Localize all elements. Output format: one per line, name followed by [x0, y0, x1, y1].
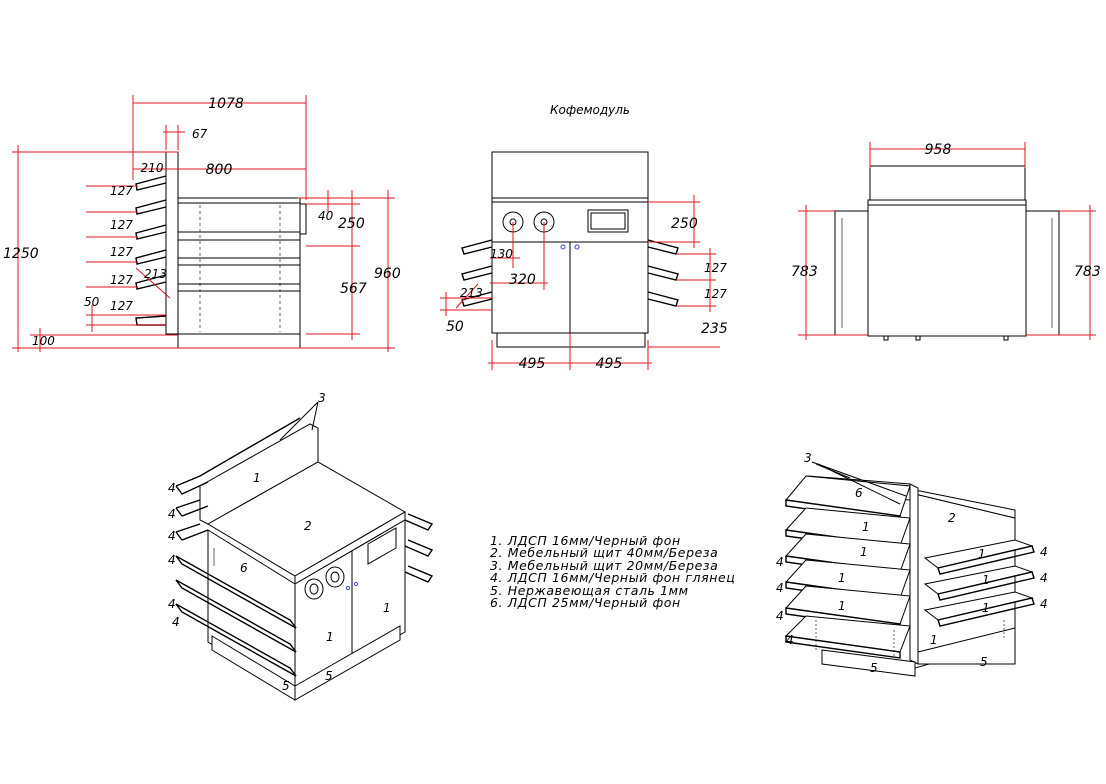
dim-40: 40	[318, 209, 334, 223]
front-dim-213: 213	[460, 286, 483, 300]
iso-right-callout-4-b: 4	[776, 581, 784, 595]
top-view: 958 783 783	[791, 142, 1101, 341]
iso-right-callout-5-a: 5	[870, 661, 878, 675]
iso-view-left: 3 1 2 6 4 4 4 4 4 4 1 1 5 5	[168, 391, 434, 701]
iso-left-callout-1: 1	[253, 471, 261, 485]
top-back-panel	[869, 165, 1026, 201]
iso-right-left-shelves	[784, 475, 911, 659]
front-dim-127-2: 127	[704, 287, 727, 301]
dim-127-1: 127	[110, 184, 133, 198]
front-display	[587, 209, 629, 233]
iso-left-right-shelves	[404, 513, 434, 583]
iso-right-callout-4-f: 4	[1040, 571, 1048, 585]
front-upper-panel	[491, 151, 649, 199]
front-dim-130: 130	[490, 247, 513, 261]
dim-127-3: 127	[110, 245, 133, 259]
dim-50: 50	[84, 295, 100, 309]
iso-left-callout-6: 6	[240, 561, 248, 575]
top-dim-783-left: 783	[791, 264, 818, 280]
iso-right-callout-1-c: 1	[838, 571, 846, 585]
iso-right-callout-4-g: 4	[1040, 597, 1048, 611]
iso-right-upright	[909, 483, 919, 665]
dim-127-2: 127	[110, 218, 133, 232]
front-handle-right	[574, 244, 580, 250]
top-body	[867, 199, 1027, 337]
iso-left-callout-4-5: 4	[168, 597, 176, 611]
iso-right-callout-1-g: 1	[982, 601, 990, 615]
front-plinth	[496, 332, 646, 348]
front-dim-235: 235	[701, 321, 728, 337]
iso-left-callout-4-6: 4	[172, 615, 180, 629]
top-dim-958: 958	[925, 142, 952, 158]
front-dim-127-1: 127	[704, 261, 727, 275]
dim-67: 67	[192, 127, 208, 141]
top-left-shelves	[834, 210, 869, 336]
top-right-shelves	[1025, 210, 1060, 336]
iso-left-callout-2: 2	[304, 519, 312, 533]
iso-left-shelves	[175, 417, 301, 677]
iso-right-callout-3: 3	[804, 451, 812, 465]
legend-item-4: 4. ЛДСП 16мм/Черный фон глянец	[490, 570, 735, 585]
side-handle	[299, 203, 307, 235]
front-dim-320: 320	[509, 272, 536, 288]
front-right-shelves	[647, 239, 679, 307]
side-view: 1078 67 210 800 1250 127 127 127 127 127…	[3, 95, 401, 352]
drawing-title: Кофемодуль	[550, 103, 630, 117]
iso-view-right: 3 6 2 1 1 1 1 1 1 1 1 4 4 4 4 4 4 4 5 5	[776, 451, 1048, 677]
iso-right-callout-4-a: 4	[776, 555, 784, 569]
iso-right-callout-4-d: 4	[786, 633, 794, 647]
iso-right-right-shelves	[923, 539, 1035, 640]
dim-213: 213	[144, 267, 167, 281]
front-dim-495-left: 495	[519, 356, 546, 372]
iso-left-callout-4-3: 4	[168, 529, 176, 543]
iso-left-callout-4-1: 4	[168, 481, 176, 495]
iso-right-callout-1-a: 1	[862, 520, 870, 534]
side-back-panel	[165, 151, 179, 335]
legend-item-3: 3. Мебельный щит 20мм/Береза	[490, 558, 718, 573]
side-plinth	[177, 333, 301, 349]
front-dim-495-right: 495	[596, 356, 623, 372]
dim-1250: 1250	[3, 246, 39, 262]
iso-left-callout-1b: 1	[326, 630, 334, 644]
front-handle-left	[560, 244, 566, 250]
top-dim-783-right: 783	[1074, 264, 1101, 280]
iso-right-callout-2: 2	[948, 511, 956, 525]
iso-right-callout-4-c: 4	[776, 609, 784, 623]
iso-right-callout-1-e: 1	[978, 547, 986, 561]
legend-item-2: 2. Мебельный щит 40мм/Береза	[490, 545, 718, 560]
front-dim-50: 50	[446, 319, 464, 335]
iso-right-callout-1-b: 1	[860, 545, 868, 559]
dim-250: 250	[338, 216, 365, 232]
iso-left-callout-1c: 1	[383, 601, 391, 615]
iso-left-callout-3: 3	[318, 391, 326, 405]
iso-right-callout-1-d: 1	[838, 599, 846, 613]
iso-left-callout-5b: 5	[325, 669, 333, 683]
front-view: 250 130 320 213 50 127 127 235 495 495	[440, 151, 728, 372]
dim-960: 960	[374, 266, 401, 282]
iso-right-callout-1-f: 1	[982, 573, 990, 587]
iso-left-callout-4-4: 4	[168, 553, 176, 567]
dim-567: 567	[340, 281, 367, 297]
legend-item-5: 5. Нержавеющая сталь 1мм	[490, 583, 689, 598]
iso-right-callout-6: 6	[855, 486, 863, 500]
side-body	[177, 197, 301, 349]
iso-left-callout-5a: 5	[282, 679, 290, 693]
front-dim-250: 250	[671, 216, 698, 232]
iso-right-callout-5-b: 5	[980, 655, 988, 669]
dim-127-5: 127	[110, 299, 133, 313]
legend-item-1: 1. ЛДСП 16мм/Черный фон	[490, 533, 681, 548]
side-angled-shelves	[135, 175, 167, 326]
dim-1078: 1078	[208, 96, 244, 112]
front-left-shelves	[461, 239, 493, 307]
dim-127-4: 127	[110, 273, 133, 287]
dim-100: 100	[32, 334, 55, 348]
dim-800: 800	[206, 162, 233, 178]
iso-right-callout-4-e: 4	[1040, 545, 1048, 559]
dim-210: 210	[141, 161, 164, 175]
iso-right-callout-1-h: 1	[930, 633, 938, 647]
legend-item-6: 6. ЛДСП 25мм/Черный фон	[490, 595, 681, 610]
materials-legend: 1. ЛДСП 16мм/Черный фон 2. Мебельный щит…	[490, 533, 735, 610]
iso-left-callout-4-2: 4	[168, 507, 176, 521]
